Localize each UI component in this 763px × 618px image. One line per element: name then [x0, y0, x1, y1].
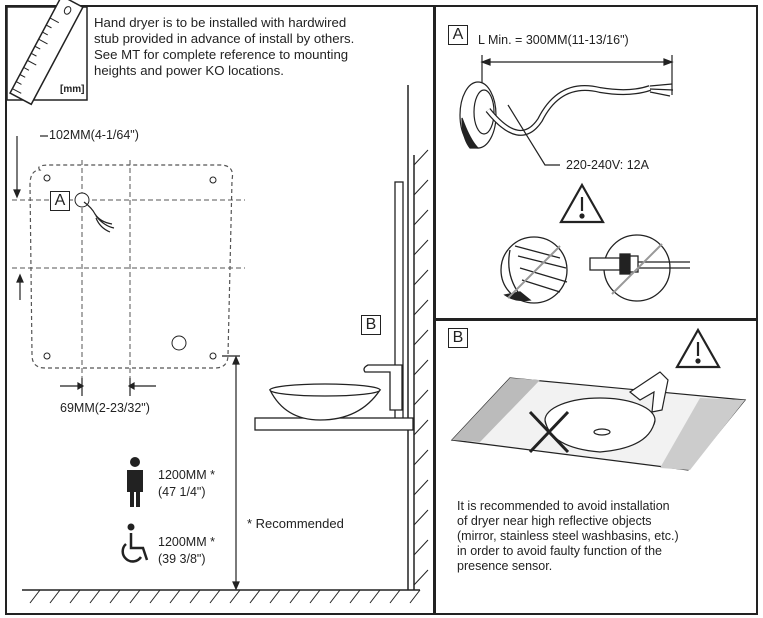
cable-length-note: L Min. = 300MM(11-13/16")	[478, 33, 629, 47]
ruler-icon	[6, 0, 88, 106]
recommended-note: * Recommended	[247, 516, 344, 531]
dimension-bottom: 69MM(2-23/32")	[60, 401, 150, 415]
power-rating: 220-240V: 12A	[566, 158, 649, 172]
wall	[407, 85, 415, 590]
prohibited-connector	[589, 234, 690, 302]
panel-a-label: A	[448, 25, 468, 45]
panel-b	[434, 319, 758, 615]
height-standing: 1200MM * (47 1/4")	[158, 468, 215, 499]
prohibited-loose-wires	[500, 236, 568, 304]
install-note: Hand dryer is to be installed with hardw…	[94, 15, 355, 78]
reflective-surface-diagram	[450, 371, 747, 471]
warning-triangle-icon	[559, 182, 605, 224]
dimension-top: 102MM(4-1/64")	[49, 128, 139, 142]
wall-hatching	[413, 149, 429, 586]
height-wheelchair: 1200MM * (39 3/8")	[158, 535, 215, 566]
warning-triangle-icon	[675, 327, 721, 369]
person-standing-icon	[127, 457, 143, 507]
panel-b-label: B	[448, 328, 468, 348]
reflective-objects-advice: It is recommended to avoid installation …	[457, 499, 679, 573]
callout-a: A	[50, 191, 70, 211]
dryer-outline	[12, 160, 245, 380]
ruler-unit: [mm]	[60, 84, 85, 95]
basin-diagram	[254, 181, 414, 431]
wheelchair-icon	[121, 523, 149, 563]
dimension-lines	[13, 135, 240, 591]
floor-hatching	[29, 589, 421, 604]
cable-diagram	[459, 55, 674, 166]
callout-b: B	[361, 315, 381, 335]
